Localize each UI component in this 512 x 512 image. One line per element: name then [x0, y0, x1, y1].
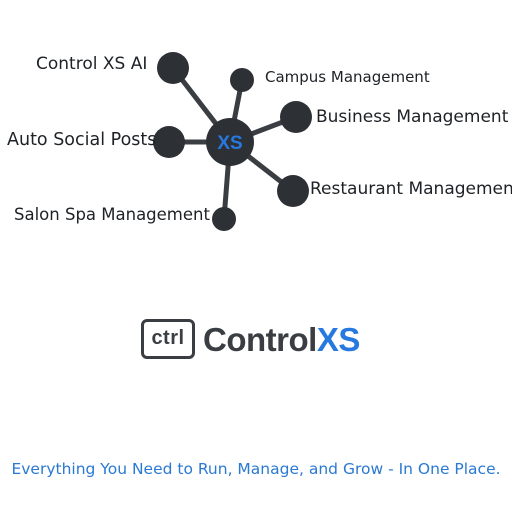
brand-wordmark-xs: XS: [316, 320, 361, 358]
label-restaurant-management: Restaurant Management: [310, 179, 512, 199]
ctrl-box-text: ctrl: [151, 326, 185, 349]
node-business-management: [280, 101, 312, 133]
node-salon-spa-management: [212, 207, 236, 231]
tagline: Everything You Need to Run, Manage, and …: [11, 460, 501, 478]
hub-label: XS: [217, 133, 242, 154]
hub-node: [206, 118, 254, 166]
controlxs-logo: ctrl ControlXS: [141, 318, 360, 360]
label-salon-spa-management: Salon Spa Management: [14, 205, 210, 224]
label-campus-management: Campus Management: [265, 68, 430, 86]
brand-wordmark: ControlXS: [203, 323, 360, 356]
node-campus-management: [230, 68, 254, 92]
label-business-management: Business Management: [316, 107, 509, 127]
label-control-xs-ai: Control XS AI: [36, 54, 148, 74]
label-auto-social-posts: Auto Social Posts: [7, 130, 157, 150]
ctrl-box-icon: ctrl: [141, 319, 195, 359]
node-restaurant-management: [277, 175, 309, 207]
brand-wordmark-control: Control: [203, 320, 317, 358]
node-control-xs-ai: [157, 52, 189, 84]
hub-diagram: XS: [153, 52, 312, 231]
node-auto-social-posts: [153, 126, 185, 158]
